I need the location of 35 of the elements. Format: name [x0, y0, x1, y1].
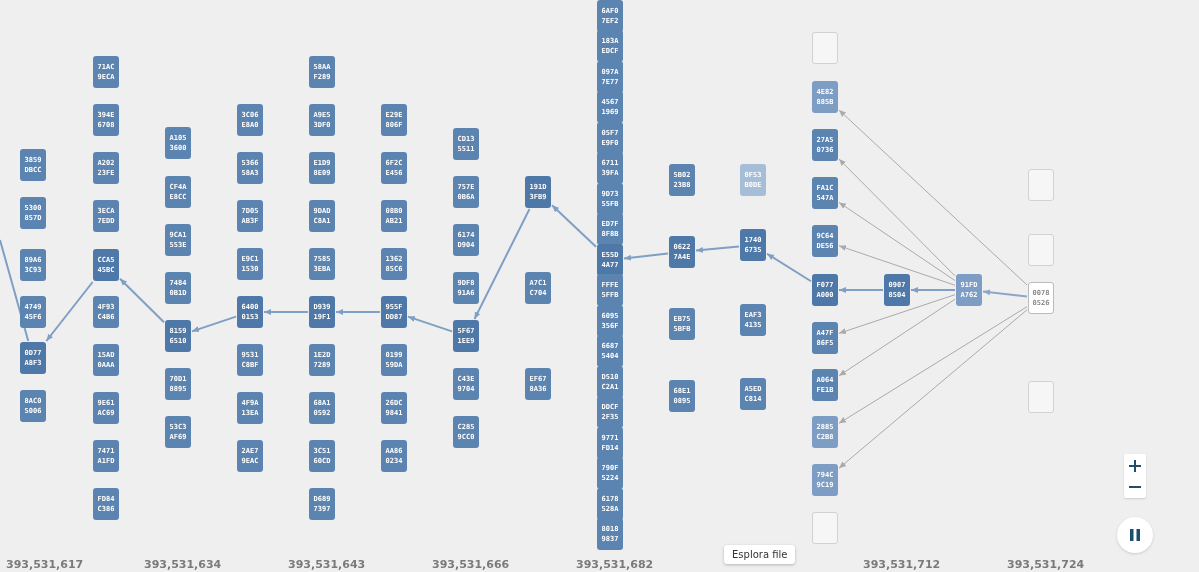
arrow — [695, 245, 740, 253]
block-box — [812, 32, 838, 64]
arrow — [335, 309, 381, 315]
arrow — [838, 294, 956, 334]
axis-label: 393,531,617 — [6, 558, 84, 571]
arrow — [910, 287, 956, 293]
arrow — [407, 315, 453, 333]
arrow — [982, 289, 1028, 298]
arrow — [766, 252, 812, 283]
arrow — [838, 306, 1028, 424]
arrow — [191, 315, 237, 333]
axis-label: 393,531,712 — [863, 558, 941, 571]
arrow — [838, 298, 956, 377]
axis-label: 393,531,724 — [1007, 558, 1085, 571]
arrow — [263, 309, 309, 315]
axis-label: 393,531,682 — [576, 558, 654, 571]
block-box — [812, 512, 838, 544]
arrow — [623, 252, 669, 261]
axis-label: 393,531,634 — [144, 558, 222, 571]
arrow — [838, 158, 956, 277]
block-box — [1028, 169, 1054, 201]
arrow — [838, 201, 956, 282]
axis-label: 393,531,666 — [432, 558, 510, 571]
arrow — [45, 281, 94, 342]
arrow — [838, 109, 1028, 286]
arrow — [838, 245, 956, 286]
tooltip: Esplora file — [724, 545, 796, 564]
block-box — [1028, 381, 1054, 413]
arrow — [119, 277, 165, 324]
block-box — [1028, 234, 1054, 266]
axis-label: 393,531,643 — [288, 558, 366, 571]
arrow — [473, 208, 531, 320]
arrow — [838, 287, 884, 293]
arrow — [838, 309, 1028, 469]
arrow — [551, 204, 597, 248]
